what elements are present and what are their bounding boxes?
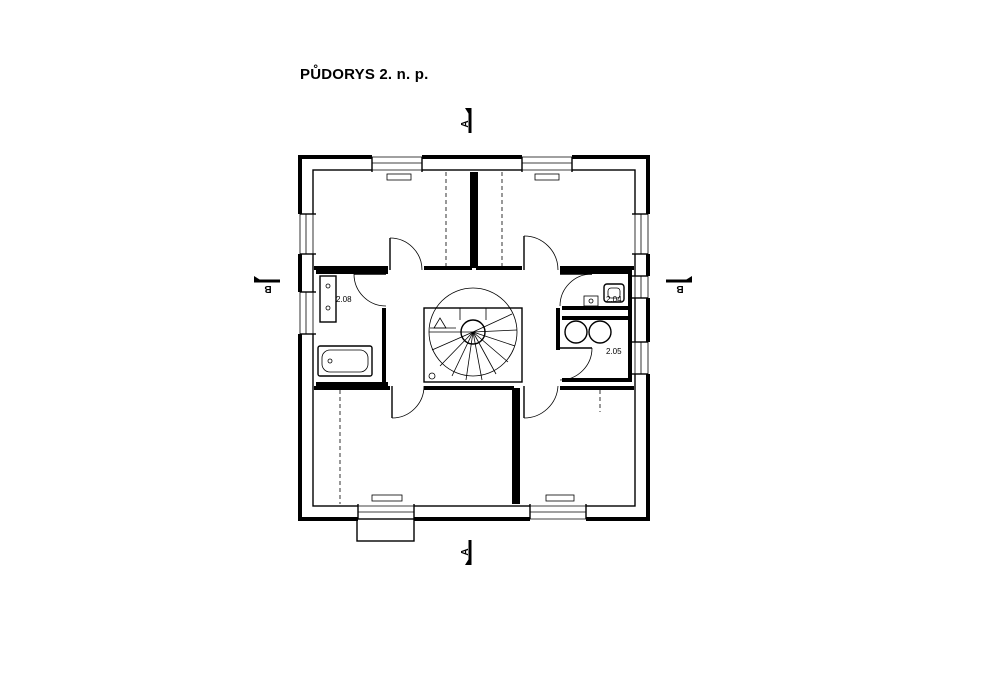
windows xyxy=(298,155,650,542)
wc-fixtures xyxy=(564,283,625,344)
section-marker-b-right: B xyxy=(666,276,692,294)
section-label-b-left: B xyxy=(264,283,271,294)
dashed-lines xyxy=(339,172,601,504)
plan-title: PŮDORYS 2. n. p. xyxy=(300,66,429,83)
section-label-a-top: A xyxy=(460,120,471,127)
room-label-2-08: 2.08 xyxy=(336,295,352,304)
section-marker-b-left: B xyxy=(254,276,280,294)
section-label-b-right: B xyxy=(676,283,683,294)
section-label-a-bottom: A xyxy=(460,548,471,555)
room-label-2-04: 2.04 xyxy=(606,295,622,304)
room-labels: 2.08 2.04 2.05 xyxy=(336,295,622,356)
room-label-2-05: 2.05 xyxy=(606,347,622,356)
section-marker-a-bottom: A xyxy=(460,540,472,565)
doors xyxy=(353,235,593,419)
staircase xyxy=(423,287,523,383)
section-marker-a-top: A xyxy=(460,108,472,133)
bathroom-fixtures xyxy=(317,275,373,377)
interior-walls xyxy=(314,172,634,504)
